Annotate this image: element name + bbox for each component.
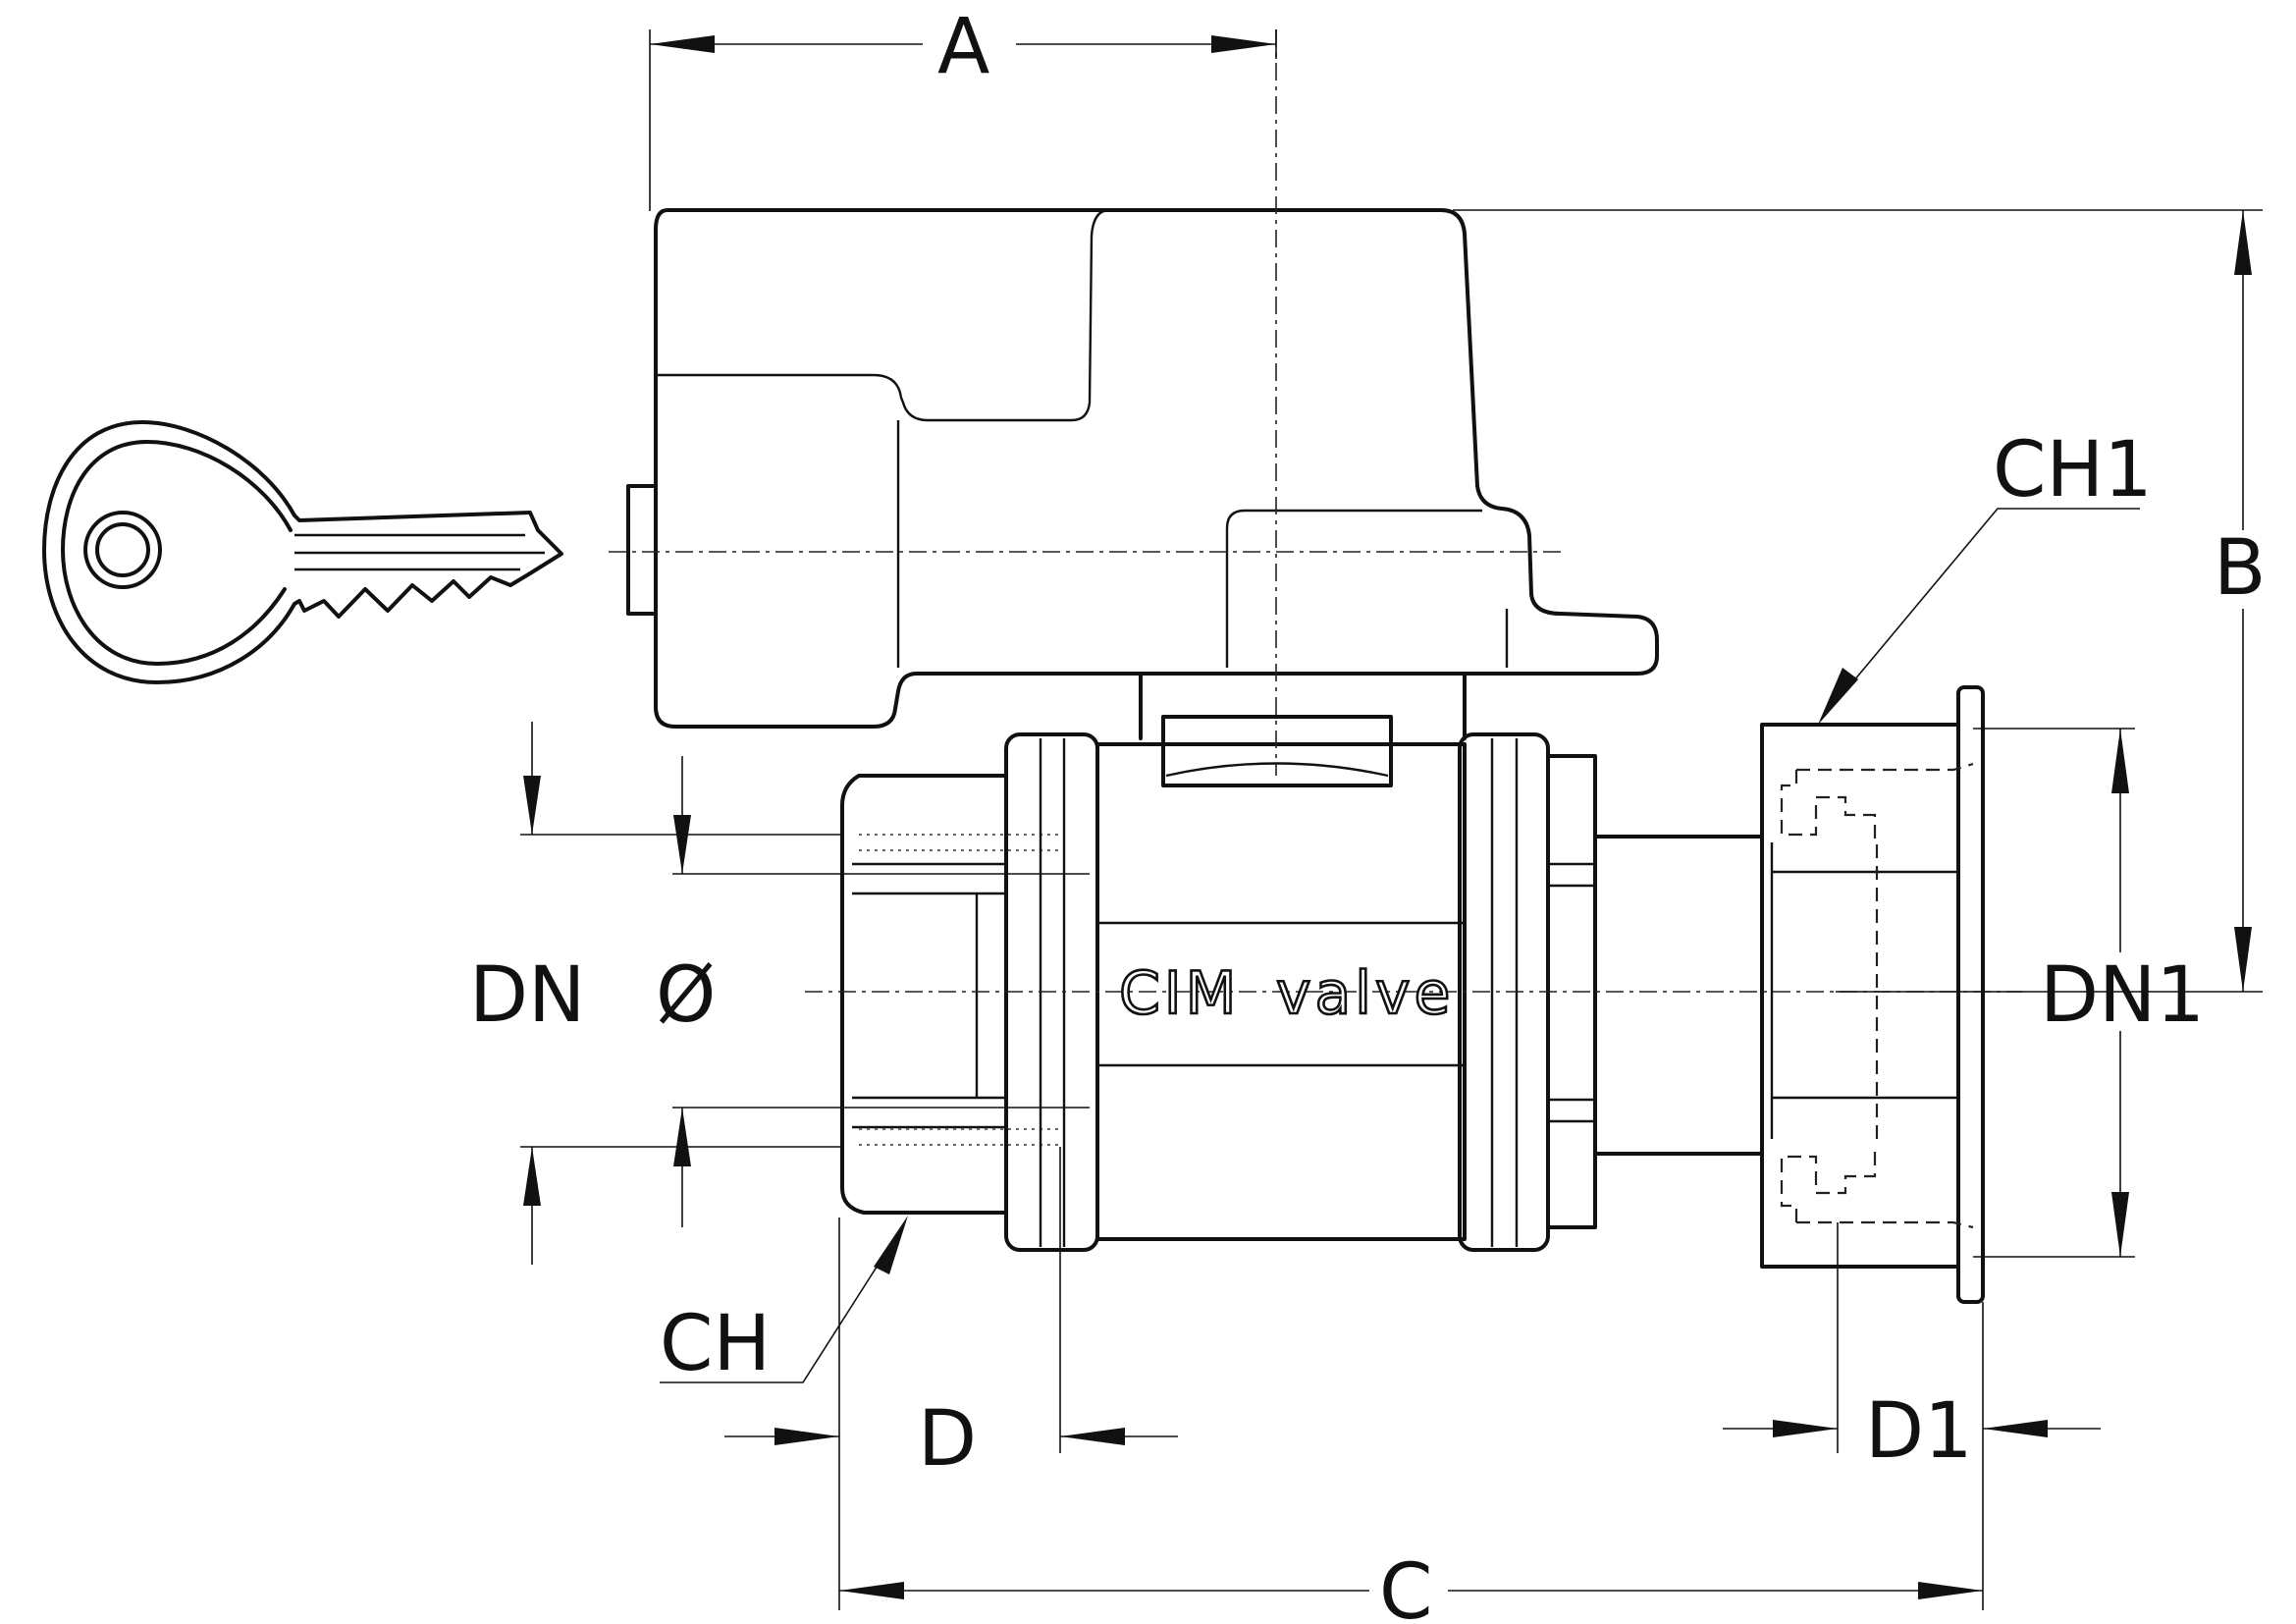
dimension-a: A [649,3,1277,211]
dimension-bore: Ø [656,756,1090,1227]
label-dn1: DN1 [2040,951,2205,1040]
union-fitting [1760,685,1985,1304]
brand-logo: CIM [1119,959,1240,1028]
dimension-c: C [838,1218,1984,1624]
label-d: D [918,1395,977,1484]
label-phi: Ø [656,951,716,1040]
dimension-b: B [1453,209,2267,993]
valve-stem [1139,672,1467,787]
brand-marking: CIM valve [1118,958,1454,1030]
label-d1: D1 [1865,1387,1973,1476]
dimension-d1: D1 [1723,1222,2101,1476]
label-ch1: CH1 [1993,426,2153,514]
leader-ch1: CH1 [1818,426,2153,725]
label-b: B [2214,524,2267,613]
dimension-d: D [724,1147,1178,1484]
label-c: C [1379,1548,1432,1624]
brand-word: valve [1276,959,1454,1028]
leader-ch: CH [660,1216,908,1388]
label-a: A [937,3,989,91]
label-ch: CH [660,1300,771,1388]
center-lines [805,29,2022,993]
label-dn: DN [469,951,585,1040]
dimension-dn1: DN1 [1973,728,2205,1258]
key-illustration [42,420,563,684]
actuator-housing [609,208,1659,729]
